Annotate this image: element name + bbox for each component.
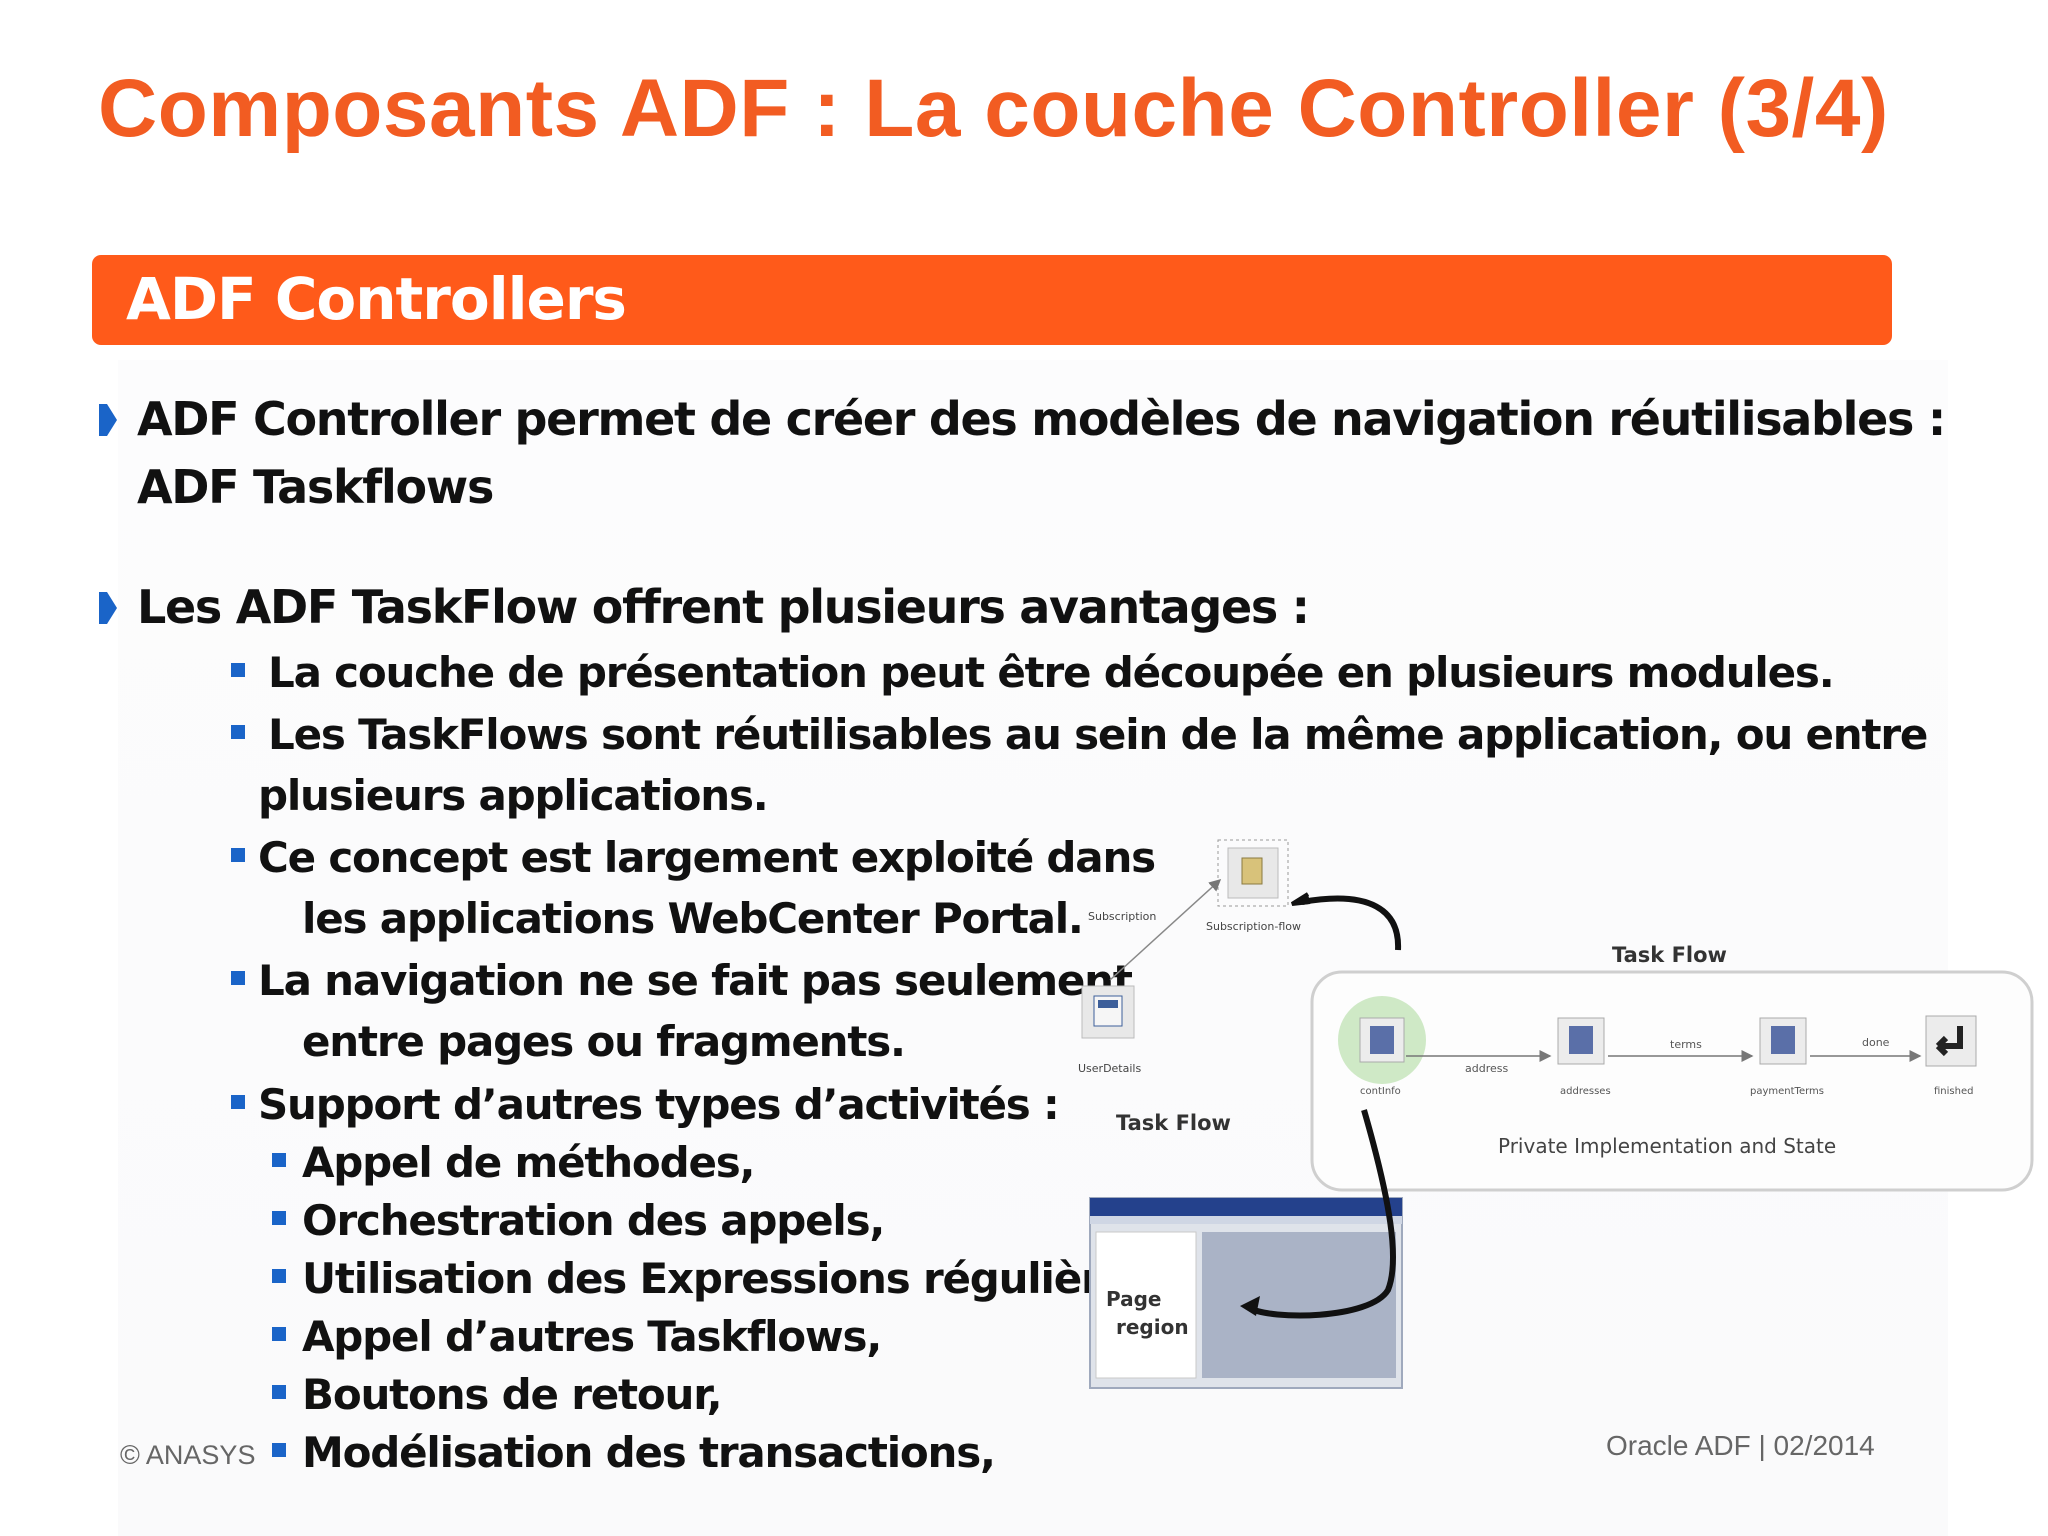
sub-sub-bullet-6: Modélisation des transactions, [302, 1428, 996, 1477]
curved-arrow-bottom [1248, 1109, 1397, 1319]
address-edge-label: address [1465, 1062, 1508, 1075]
sub-bullet-5: Support d’autres types d’activités : [258, 1080, 1060, 1129]
bullet-square-icon [231, 663, 245, 677]
taskflow-diagram: Subscription-flow Subscription UserDetai… [1078, 839, 2034, 1389]
sub-sub-bullet-5: Boutons de retour, [302, 1370, 723, 1419]
page-icon [1370, 1026, 1394, 1054]
banner-title: ADF Controllers [126, 265, 627, 333]
bullet-arrow-icon [99, 404, 117, 436]
sub-bullet-2-line-1: Les TaskFlows sont réutilisables au sein… [268, 710, 1928, 759]
content-background [118, 360, 1948, 1536]
footer-copyright: © ANASYS [120, 1440, 256, 1470]
task-flow-container [1310, 970, 2034, 1192]
bullet-square-icon [272, 1211, 286, 1225]
region-label: region [1116, 1315, 1189, 1339]
sub-bullet-4-line-1: La navigation ne se fait pas seulement [258, 956, 1133, 1005]
bullet-1-line-2: ADF Taskflows [137, 460, 494, 514]
bullet-square-icon [272, 1443, 286, 1457]
return-icon [1935, 1026, 1963, 1057]
private-implementation-label: Private Implementation and State [1498, 1134, 1836, 1158]
sub-bullet-4-line-2: entre pages ou fragments. [302, 1017, 906, 1066]
bullet-square-icon [272, 1269, 286, 1283]
bullet-1-line-1: ADF Controller permet de créer des modèl… [137, 392, 1946, 446]
page-label: Page [1106, 1287, 1162, 1311]
sub-bullet-1: La couche de présentation peut être déco… [268, 648, 1835, 697]
user-details-label: UserDetails [1078, 1062, 1141, 1075]
page-panel [1095, 1231, 1197, 1379]
subscription-flow-node [1217, 839, 1289, 907]
payment-terms-label: paymentTerms [1750, 1086, 1824, 1097]
bullet-arrow-icon [99, 592, 117, 624]
subscription-label: Subscription [1088, 910, 1156, 923]
page-title: Composants ADF : La couche Controller (3… [98, 63, 1889, 154]
terms-edge-label: terms [1670, 1038, 1702, 1051]
sub-sub-bullet-3: Utilisation des Expressions régulières, [302, 1254, 1168, 1303]
bullet-square-icon [231, 725, 245, 739]
sub-bullet-3-line-2: les applications WebCenter Portal. [302, 894, 1084, 943]
task-flow-label-left: Task Flow [1116, 1111, 1231, 1135]
finished-node [1925, 1015, 1977, 1067]
finished-label: finished [1934, 1086, 1973, 1097]
task-flow-label-right: Task Flow [1612, 943, 1727, 967]
bullet-square-icon [231, 1095, 245, 1109]
sub-sub-bullet-4: Appel d’autres Taskflows, [302, 1312, 882, 1361]
addresses-label: addresses [1560, 1086, 1611, 1097]
done-edge-label: done [1862, 1036, 1890, 1049]
curved-arrow-top [1301, 895, 1402, 951]
bullet-square-icon [231, 848, 245, 862]
bullet-2: Les ADF TaskFlow offrent plusieurs avant… [137, 580, 1310, 634]
bullet-square-icon [272, 1327, 286, 1341]
subscription-flow-label: Subscription-flow [1206, 920, 1301, 933]
contact-label: contInfo [1360, 1086, 1401, 1097]
sub-sub-bullet-1: Appel de méthodes, [302, 1138, 755, 1187]
page-icon [1569, 1026, 1593, 1054]
sub-bullet-3-line-1: Ce concept est largement exploité dans [258, 833, 1156, 882]
section-banner: ADF Controllers [92, 255, 1892, 345]
sub-sub-bullet-2: Orchestration des appels, [302, 1196, 885, 1245]
subscription-edge [1109, 878, 1222, 981]
page-icon [1771, 1026, 1795, 1054]
document-icon [1241, 857, 1263, 885]
page-window-titlebar [1090, 1198, 1402, 1216]
footer-date: Oracle ADF | 02/2014 [1606, 1430, 1875, 1461]
sub-bullet-2-line-2: plusieurs applications. [258, 771, 769, 820]
bullet-square-icon [231, 971, 245, 985]
bullet-square-icon [272, 1385, 286, 1399]
bullet-square-icon [272, 1153, 286, 1167]
